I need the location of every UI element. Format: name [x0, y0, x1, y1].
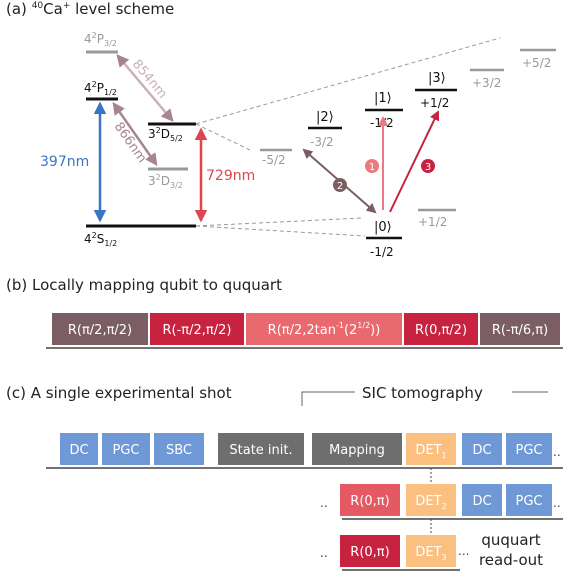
block-dc-2 — [462, 433, 502, 465]
step-number-3: 3 — [425, 162, 431, 173]
ket-3: |3⟩ — [428, 71, 446, 86]
arrow-866nm — [112, 101, 158, 167]
block-sbc — [154, 433, 204, 465]
label-d52: 32D5/2 — [148, 126, 183, 143]
step-number-1: 1 — [369, 162, 375, 173]
block-mapping — [312, 433, 402, 465]
pulse-1-label: R(π/2,π/2) — [68, 323, 132, 338]
pulse-3 — [246, 313, 402, 345]
block-pgc-1 — [102, 433, 150, 465]
readout-label-line1: ququart — [481, 531, 540, 549]
row3-ellipsis: .. — [320, 546, 328, 560]
pulse-2 — [150, 313, 244, 345]
sublevel-label-p12u: +1/2 — [420, 96, 449, 110]
panel-c: (c) A single experimental shot SIC tomog… — [6, 384, 563, 571]
pulse-1 — [52, 313, 148, 345]
block-state-init — [218, 433, 304, 465]
row2-dots: .. — [553, 496, 561, 510]
block-r0pi-1 — [340, 484, 400, 516]
projection-line-upper — [195, 37, 501, 125]
sublevel-label-m52: -5/2 — [262, 153, 286, 167]
pulse-5-label: R(-π/6,π) — [492, 323, 548, 338]
sic-bracket-left — [301, 391, 355, 406]
sic-label: SIC tomography — [362, 384, 483, 402]
block-dc-1 — [60, 433, 98, 465]
readout-label-line2: read-out — [479, 551, 543, 569]
block-dc-3-label: DC — [472, 494, 491, 509]
ket-0: |0⟩ — [374, 220, 392, 235]
block-det-3-label: DET3 — [415, 545, 446, 562]
sublevel-label-p52: +5/2 — [522, 56, 551, 70]
step-badge-2 — [333, 178, 347, 192]
block-dc-2-label: DC — [472, 443, 491, 458]
panel-a: (a) 40Ca+ level scheme 42P3/2 42P1/2 32D… — [6, 0, 556, 259]
block-r0pi-2 — [340, 535, 400, 567]
block-pgc-3 — [506, 484, 552, 516]
row2-ellipsis: .. — [320, 496, 328, 510]
pulse-2-label: R(-π/2,π/2) — [163, 323, 232, 338]
block-pgc-1-label: PGC — [113, 443, 140, 458]
block-dc-1-label: DC — [69, 443, 88, 458]
block-det-1-label: DET1 — [415, 443, 446, 460]
ket-1: |1⟩ — [374, 91, 392, 106]
sublevel-label-p12g: +1/2 — [418, 215, 447, 229]
step-badge-1 — [365, 159, 379, 173]
block-sbc-label: SBC — [166, 443, 192, 458]
panel-b-title: (b) Locally mapping qubit to ququart — [6, 276, 282, 294]
panel-a-title: (a) 40Ca+ level scheme — [6, 0, 174, 18]
panel-b: (b) Locally mapping qubit to ququart R(π… — [6, 276, 563, 349]
step-number-2: 2 — [337, 181, 343, 192]
block-det-3 — [406, 535, 456, 567]
block-dc-3 — [462, 484, 502, 516]
panel-c-title: (c) A single experimental shot — [6, 384, 232, 402]
block-pgc-3-label: PGC — [516, 494, 543, 509]
block-r0pi-1-label: R(0,π) — [350, 494, 389, 509]
pulse-3-label: R(π/2,2tan-1(21/2)) — [268, 321, 381, 338]
block-r0pi-2-label: R(0,π) — [350, 545, 389, 560]
step-badge-3 — [421, 159, 435, 173]
row1-dots: .. — [553, 445, 561, 459]
block-mapping-label: Mapping — [329, 443, 385, 458]
projection-line-s12a — [195, 217, 363, 227]
pulse-4 — [404, 313, 478, 345]
block-state-init-label: State init. — [229, 443, 292, 458]
label-p12: 42P1/2 — [84, 80, 117, 97]
sublevel-label-m12g: -1/2 — [370, 245, 394, 259]
block-det-1 — [406, 433, 456, 465]
block-det-2-label: DET2 — [415, 494, 446, 511]
label-p32: 42P3/2 — [84, 31, 117, 48]
label-397nm: 397nm — [40, 154, 89, 170]
block-det-2 — [406, 484, 456, 516]
projection-line-s12b — [195, 225, 366, 237]
sublevel-label-p32: +3/2 — [472, 76, 501, 90]
block-pgc-2 — [506, 433, 552, 465]
arrow-854nm — [116, 54, 174, 122]
pulse-4-label: R(0,π/2) — [415, 323, 467, 338]
label-s12: 42S1/2 — [84, 231, 117, 248]
ket-2: |2⟩ — [316, 110, 334, 125]
row3-ellipsis-after: ... — [458, 544, 469, 558]
label-d32: 32D3/2 — [148, 173, 183, 190]
sublevel-label-m12u: -1/2 — [370, 116, 394, 130]
projection-line-d52 — [195, 123, 251, 151]
arrow-step-3 — [389, 110, 440, 213]
sublevel-label-m32: -3/2 — [310, 135, 334, 149]
label-729nm: 729nm — [206, 168, 255, 184]
block-pgc-2-label: PGC — [516, 443, 543, 458]
pulse-5 — [480, 313, 560, 345]
